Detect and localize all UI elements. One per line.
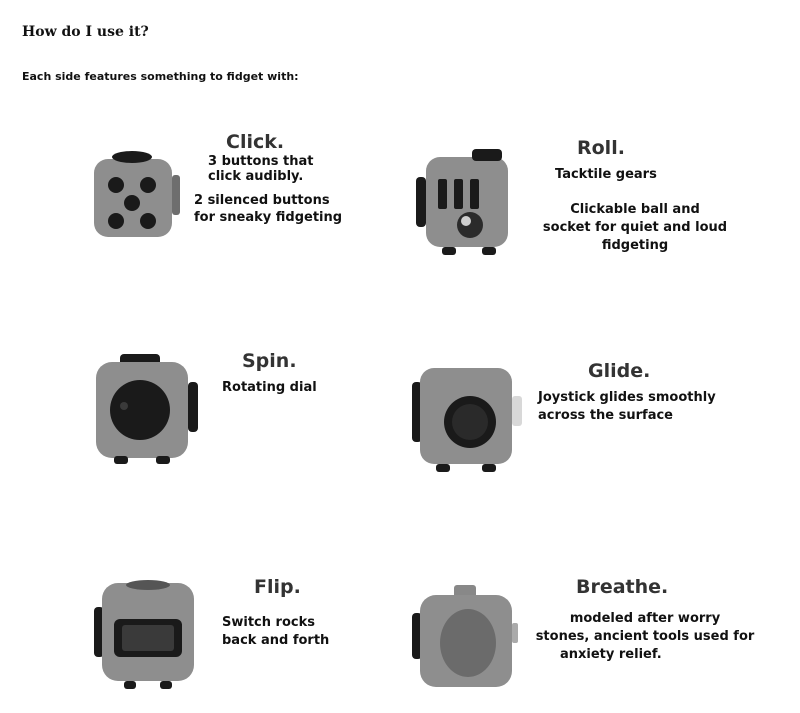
feature-line: Clickable ball and [570, 202, 700, 217]
feature-line: across the surface [538, 408, 673, 423]
feature-line: Tacktile gears [555, 167, 657, 182]
feature-line: 2 silenced buttons [194, 193, 330, 208]
fidget-cube-spin-icon [96, 354, 198, 464]
feature-title-roll: Roll. [577, 137, 625, 159]
feature-line: 3 buttons that [208, 154, 314, 169]
feature-line: modeled after worry [569, 611, 721, 626]
feature-line: click audibly. [208, 169, 304, 184]
feature-line: fidgeting [601, 238, 669, 253]
feature-line: Joystick glides smoothly [538, 390, 716, 405]
page-title: How do I use it? [22, 24, 149, 40]
feature-line: back and forth [222, 633, 330, 648]
feature-title-click: Click. [226, 131, 285, 153]
feature-title-flip: Flip. [254, 576, 301, 598]
fidget-cube-glide-icon [412, 368, 522, 472]
feature-title-breathe: Breathe. [576, 576, 669, 598]
page-subtitle: Each side features something to fidget w… [22, 70, 299, 83]
feature-line: anxiety relief. [560, 647, 662, 662]
fidget-cube-flip-icon [94, 580, 194, 689]
feature-line: for sneaky fidgeting [194, 210, 343, 225]
feature-title-spin: Spin. [242, 350, 297, 372]
feature-line: socket for quiet and loud [542, 220, 728, 235]
fidget-cube-roll-icon [416, 149, 508, 255]
fidget-cube-click-icon [94, 151, 180, 237]
fidget-cube-breathe-icon [412, 585, 518, 687]
feature-line: Switch rocks [222, 615, 315, 630]
feature-line: Rotating dial [222, 380, 317, 395]
feature-line: stones, ancient tools used for [535, 629, 755, 644]
feature-title-glide: Glide. [588, 360, 651, 382]
